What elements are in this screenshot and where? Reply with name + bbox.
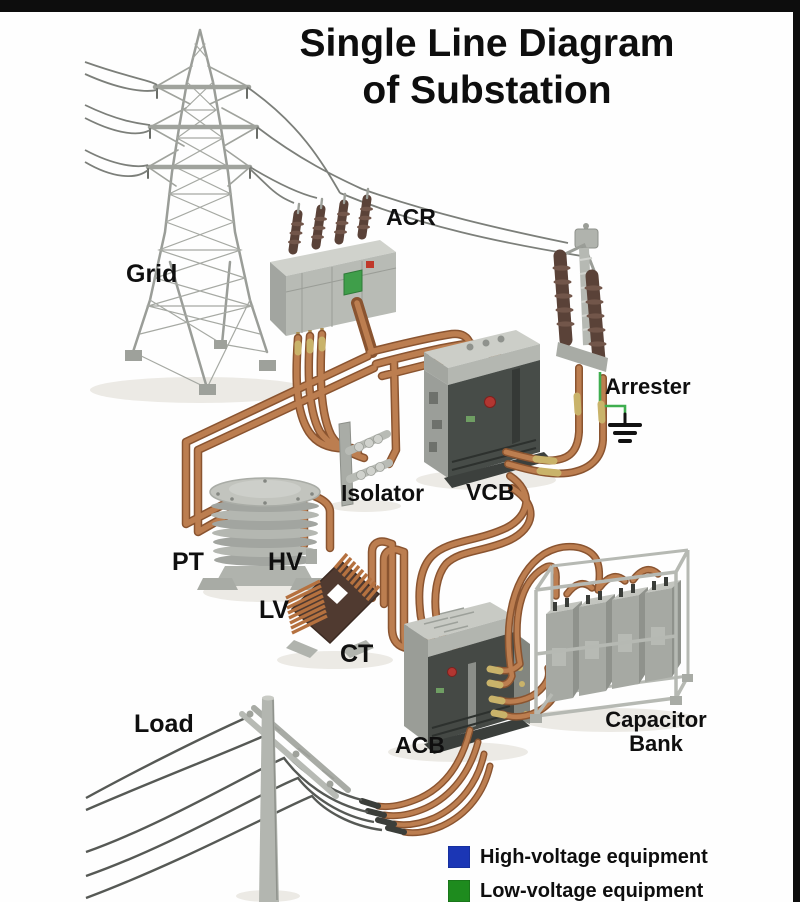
acb-grooves [431, 705, 511, 737]
arrester-base-fitting [556, 342, 608, 372]
label-grid: Grid [126, 260, 178, 288]
label-load: Load [134, 710, 194, 738]
transformer-foot-left [286, 640, 318, 658]
brass-sleeves [294, 336, 606, 719]
high-voltage-swatch-icon [448, 846, 470, 868]
grid-tower [125, 28, 276, 395]
transformer-foot-right [342, 640, 374, 658]
legend-item-low-voltage: Low-voltage equipment [448, 880, 708, 902]
grid-conductors [84, 61, 589, 258]
high-voltage-swatch [448, 846, 470, 868]
acb-handle-slot [468, 662, 476, 729]
surge-arrester [552, 223, 642, 443]
vcb-bushing-bosses [466, 335, 505, 351]
label-lv: LV [259, 596, 290, 624]
pt-cap-bolts [216, 479, 314, 505]
acb-green-label [436, 688, 444, 693]
acr-side-face [270, 262, 286, 336]
transformer-ct [285, 549, 381, 658]
isolator-switch [338, 421, 393, 507]
arrester-sheds [552, 265, 607, 347]
acb-red-indicator [447, 667, 457, 677]
label-capacitor-bank: Capacitor Bank [605, 707, 707, 756]
acb-load-copper [374, 726, 494, 837]
capbank-frame-front [534, 549, 690, 718]
low-voltage-swatch [448, 880, 470, 902]
legend-label-high-voltage: High-voltage equipment [480, 845, 708, 868]
isolator-sheds [354, 434, 385, 480]
acr-control-panel [343, 269, 363, 296]
transformer-winding-lv [285, 579, 328, 635]
label-pt: PT [172, 548, 204, 576]
tower-arm-braces [147, 65, 258, 187]
capbank-feet [530, 674, 693, 723]
vcb-top-face [424, 330, 540, 368]
acr-bushings [288, 187, 373, 255]
acr-top-face [270, 240, 396, 276]
low-voltage-swatch-icon [448, 880, 470, 902]
vcb-red-indicator [484, 396, 496, 408]
acr-indicator [366, 261, 374, 268]
acr-panel-seams [285, 261, 397, 333]
acr-recloser [270, 187, 397, 346]
acb-top-front [428, 616, 514, 657]
load-wires [85, 714, 383, 900]
legend: High-voltage equipment Low-voltage equip… [448, 846, 708, 902]
acr-front-face [286, 252, 396, 336]
vcb-mech-cutouts [429, 392, 442, 452]
tower-feet [125, 340, 276, 395]
transformer-core-hole [327, 584, 348, 604]
label-arrester: Arrester [605, 374, 691, 399]
title-line-2: of Substation [362, 69, 612, 112]
legend-label-low-voltage: Low-voltage equipment [480, 879, 704, 902]
title-line-1: Single Line Diagram [299, 22, 675, 65]
acb-top-face [404, 602, 514, 640]
transformer-winding-hv [333, 552, 381, 602]
label-hv: HV [268, 548, 303, 576]
isolator-support [338, 421, 354, 507]
label-acb: ACB [395, 732, 445, 758]
pt-ribs [211, 500, 319, 566]
acb-left-face [404, 624, 428, 744]
pole-arm-braces [267, 721, 335, 780]
acb-base [424, 718, 530, 754]
label-ct: CT [340, 640, 374, 668]
vcb-green-label [466, 416, 475, 422]
tower-main-edges [131, 28, 269, 390]
pt-transformer [197, 477, 330, 590]
tower-insulator-strings [147, 88, 258, 179]
cable-sleeves [359, 798, 407, 835]
label-acr: ACR [386, 204, 436, 230]
vcb-grooves [451, 439, 537, 471]
load-pole [85, 695, 383, 902]
pole-crossarm-front [239, 711, 339, 799]
page-title: Single Line Diagram of Substation [250, 20, 724, 114]
tower-lattice [132, 43, 268, 389]
vcb-slot [512, 368, 520, 444]
transformer-hv-stud [306, 549, 317, 564]
legend-item-high-voltage: High-voltage equipment [448, 846, 708, 868]
arrester-bracket [562, 242, 597, 274]
tower-cross-arms [145, 84, 260, 170]
capacitor-unit [612, 584, 648, 689]
vcb-top-front [448, 344, 540, 385]
arrester-top-cap [574, 228, 599, 249]
earth-ground-icon [608, 412, 642, 443]
pt-base [214, 566, 316, 586]
vcb-breaker [424, 330, 552, 488]
top-letterbox-bar [0, 0, 800, 12]
right-letterbox-bar [793, 0, 800, 902]
label-isolator: Isolator [341, 480, 425, 506]
label-vcb: VCB [466, 479, 515, 505]
vcb-top-left [424, 352, 448, 385]
pole-pin-insulators [246, 710, 334, 788]
capacitor-bank [530, 548, 693, 723]
